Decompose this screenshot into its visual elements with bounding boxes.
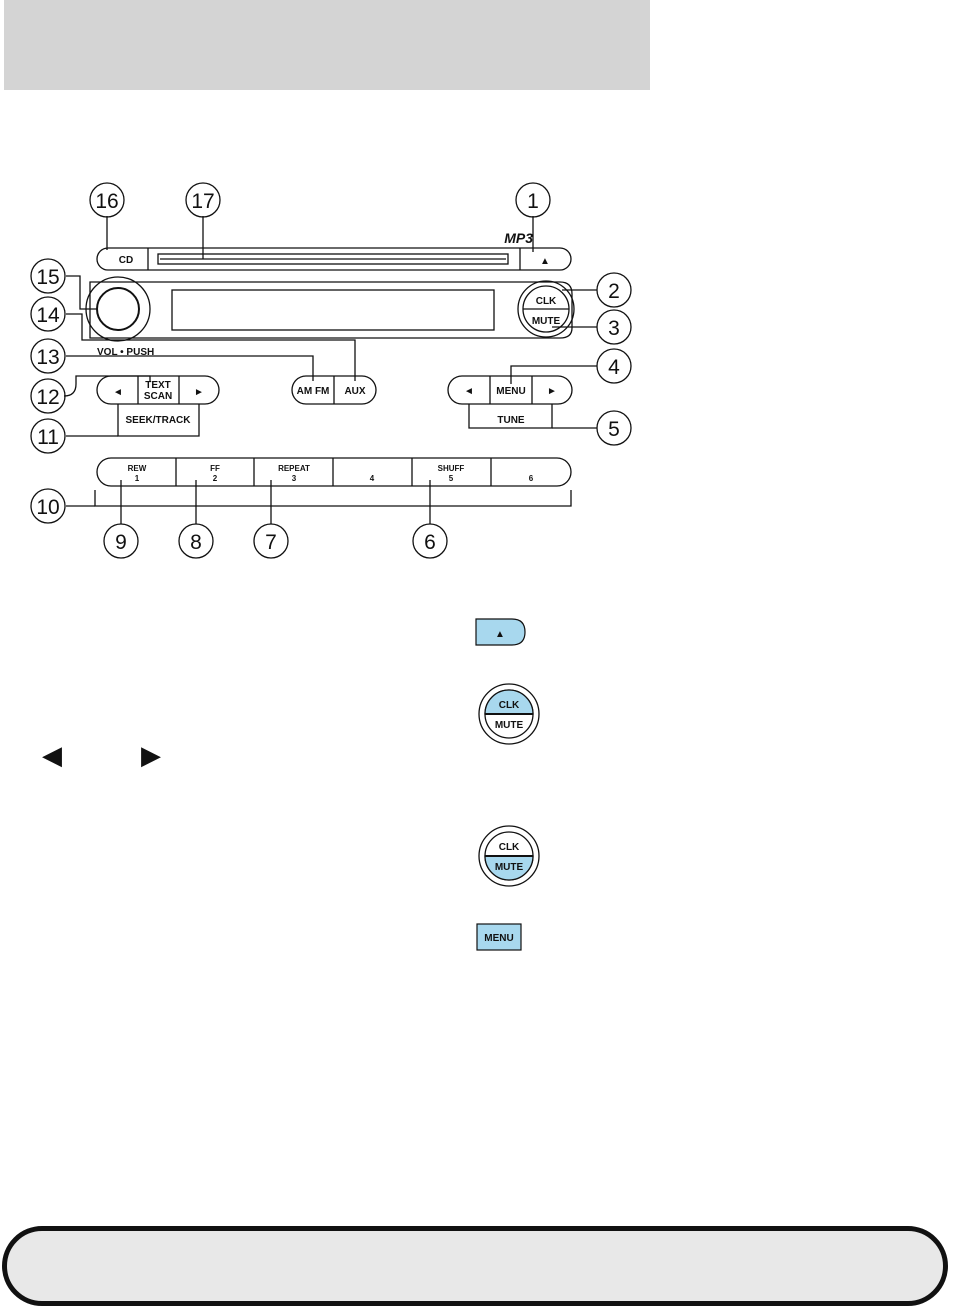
tune-left-button[interactable]: ◄ bbox=[464, 386, 474, 397]
clk-button[interactable]: CLK bbox=[536, 296, 557, 307]
callout-2: 2 bbox=[596, 272, 632, 308]
cd-slot bbox=[157, 253, 509, 265]
callout-9: 9 bbox=[103, 523, 139, 559]
svg-text:CLK: CLK bbox=[499, 700, 520, 711]
tune-group bbox=[447, 375, 573, 405]
svg-text:CLK: CLK bbox=[499, 842, 520, 853]
seek-left-icon: ◀ bbox=[42, 740, 62, 770]
eject-icon-glyph: ▲ bbox=[495, 629, 505, 640]
mute-button[interactable]: MUTE bbox=[532, 316, 561, 327]
callout-12: 12 bbox=[30, 378, 66, 414]
scan-label[interactable]: SCAN bbox=[144, 391, 172, 402]
preset-3-name: REPEAT bbox=[278, 464, 310, 473]
am-fm-button[interactable]: AM FM bbox=[297, 386, 330, 397]
display-screen bbox=[171, 289, 495, 331]
svg-text:13: 13 bbox=[36, 346, 59, 369]
preset-5-name: SHUFF bbox=[438, 464, 465, 473]
menu-icon-label: MENU bbox=[484, 933, 513, 944]
seek-right-icon: ▶ bbox=[141, 740, 161, 770]
eject-icon bbox=[475, 618, 526, 646]
mp3-badge: MP3 bbox=[504, 230, 533, 246]
eject-button[interactable]: ▲ bbox=[540, 256, 550, 267]
clk-highlight-icon: CLK MUTE bbox=[478, 683, 540, 745]
preset-1-name: REW bbox=[128, 464, 147, 473]
preset-5-button[interactable]: 5 bbox=[449, 474, 454, 483]
menu-icon bbox=[476, 923, 522, 951]
tune-right-button[interactable]: ► bbox=[547, 386, 557, 397]
callout-6: 6 bbox=[412, 523, 448, 559]
svg-text:2: 2 bbox=[608, 280, 620, 303]
svg-text:5: 5 bbox=[608, 418, 620, 441]
svg-text:12: 12 bbox=[36, 386, 59, 409]
svg-text:10: 10 bbox=[36, 496, 59, 519]
preset-3-button[interactable]: 3 bbox=[292, 474, 297, 483]
clk-mute-knob-outer bbox=[517, 280, 575, 338]
seek-left-button[interactable]: ◄ bbox=[113, 387, 123, 398]
preset-bar bbox=[96, 457, 572, 487]
radio-body bbox=[89, 281, 573, 339]
preset-2-button[interactable]: 2 bbox=[213, 474, 218, 483]
callout-4: 4 bbox=[596, 348, 632, 384]
preset-1-button[interactable]: 1 bbox=[135, 474, 140, 483]
svg-text:15: 15 bbox=[36, 266, 59, 289]
seek-right-button[interactable]: ► bbox=[194, 387, 204, 398]
callout-13: 13 bbox=[30, 338, 66, 374]
preset-2-name: FF bbox=[210, 464, 220, 473]
callout-14: 14 bbox=[30, 296, 66, 332]
svg-text:11: 11 bbox=[37, 426, 59, 449]
svg-text:1: 1 bbox=[527, 190, 539, 213]
vol-push-label: VOL • PUSH bbox=[97, 347, 154, 358]
callout-5: 5 bbox=[596, 410, 632, 446]
seek-track-label: SEEK/TRACK bbox=[125, 415, 191, 426]
seek-track-group bbox=[96, 375, 220, 405]
svg-text:7: 7 bbox=[265, 531, 277, 554]
text-label[interactable]: TEXT bbox=[145, 380, 171, 391]
callout-10: 10 bbox=[30, 488, 66, 524]
svg-text:14: 14 bbox=[36, 304, 60, 327]
callout-17: 17 bbox=[185, 182, 221, 218]
svg-text:4: 4 bbox=[608, 356, 620, 379]
svg-text:3: 3 bbox=[608, 317, 620, 340]
menu-button[interactable]: MENU bbox=[496, 386, 525, 397]
svg-text:MUTE: MUTE bbox=[495, 862, 524, 873]
header-band bbox=[4, 0, 650, 90]
svg-text:17: 17 bbox=[191, 190, 214, 213]
callout-7: 7 bbox=[253, 523, 289, 559]
callout-11: 11 bbox=[30, 418, 66, 454]
mute-highlight-icon: CLK MUTE bbox=[478, 825, 540, 887]
svg-text:8: 8 bbox=[190, 531, 202, 554]
aux-button[interactable]: AUX bbox=[344, 386, 365, 397]
cd-slot-bar bbox=[96, 247, 572, 271]
callout-15: 15 bbox=[30, 258, 66, 294]
callout-8: 8 bbox=[178, 523, 214, 559]
svg-text:9: 9 bbox=[115, 531, 127, 554]
volume-knob[interactable] bbox=[96, 287, 140, 331]
callout-3: 3 bbox=[596, 309, 632, 345]
svg-text:6: 6 bbox=[424, 531, 436, 554]
svg-text:MUTE: MUTE bbox=[495, 720, 524, 731]
callout-16: 16 bbox=[89, 182, 125, 218]
callout-1: 1 bbox=[515, 182, 551, 218]
svg-text:16: 16 bbox=[95, 190, 118, 213]
preset-4-button[interactable]: 4 bbox=[370, 474, 375, 483]
footer-band bbox=[2, 1226, 948, 1306]
preset-6-button[interactable]: 6 bbox=[529, 474, 534, 483]
cd-button[interactable]: CD bbox=[119, 255, 133, 266]
tune-label: TUNE bbox=[497, 415, 525, 426]
